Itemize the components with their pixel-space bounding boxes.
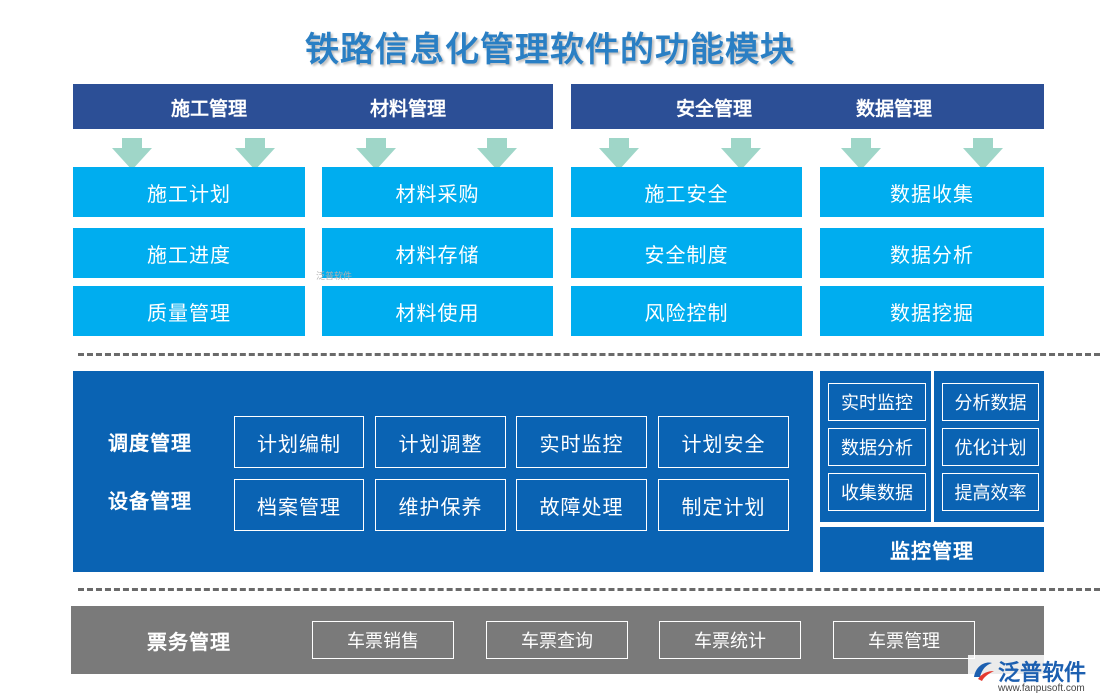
equipment-item: 档案管理 [234,479,364,531]
dispatch-item: 计划调整 [375,416,506,468]
ticket-item: 车票统计 [659,621,801,659]
module-box: 施工进度 [73,228,305,278]
module-box: 质量管理 [73,286,305,336]
monitor-item: 收集数据 [828,473,926,511]
module-box: 数据分析 [820,228,1044,278]
brand-logo: 泛普软件 www.fanpusoft.com [968,655,1096,697]
header-data: 数据管理 [856,98,933,120]
equipment-label: 设备管理 [108,489,192,513]
header-bar-right: 安全管理 数据管理 [571,84,1044,129]
down-arrow-icon [841,138,881,170]
monitor-item: 提高效率 [942,473,1039,511]
dispatch-item: 实时监控 [516,416,647,468]
header-bar-left: 施工管理 材料管理 [73,84,553,129]
dispatch-item: 计划安全 [658,416,789,468]
monitor-item: 实时监控 [828,383,926,421]
monitor-item: 数据分析 [828,428,926,466]
monitor-label: 监控管理 [890,539,974,563]
dispatch-equipment-panel [73,371,813,572]
equipment-item: 故障处理 [516,479,647,531]
module-box: 数据收集 [820,167,1044,217]
down-arrow-icon [477,138,517,170]
monitor-item: 优化计划 [942,428,1039,466]
ticket-label: 票务管理 [147,630,231,654]
monitor-label-bar: 监控管理 [820,527,1044,572]
equipment-item: 维护保养 [375,479,506,531]
ticket-item: 车票查询 [486,621,628,659]
down-arrow-icon [356,138,396,170]
down-arrow-icon [721,138,761,170]
page-title: 铁路信息化管理软件的功能模块 [305,30,795,70]
logo-name: 泛普软件 [998,661,1087,686]
module-box: 施工安全 [571,167,802,217]
logo-mark-icon [974,662,994,681]
watermark: 泛普软件 [316,272,353,282]
header-materials: 材料管理 [370,98,447,120]
module-box: 材料存储 [322,228,553,278]
module-box: 安全制度 [571,228,802,278]
header-construction: 施工管理 [171,98,248,120]
ticket-item: 车票销售 [312,621,454,659]
monitor-panel-left [820,371,931,522]
module-box: 风险控制 [571,286,802,336]
module-box: 施工计划 [73,167,305,217]
monitor-panel-right [934,371,1044,522]
ticket-panel [71,606,1044,674]
down-arrow-icon [112,138,152,170]
module-box: 材料使用 [322,286,553,336]
down-arrow-icon [235,138,275,170]
dispatch-item: 计划编制 [234,416,364,468]
down-arrow-icon [599,138,639,170]
equipment-item: 制定计划 [658,479,789,531]
header-safety: 安全管理 [676,98,753,120]
logo-url: www.fanpusoft.com [998,683,1085,694]
down-arrow-icon [963,138,1003,170]
monitor-item: 分析数据 [942,383,1039,421]
ticket-item: 车票管理 [833,621,975,659]
module-box: 数据挖掘 [820,286,1044,336]
section-divider [78,353,1100,356]
dispatch-label: 调度管理 [108,431,192,455]
section-divider [78,588,1100,591]
module-box: 材料采购 [322,167,553,217]
